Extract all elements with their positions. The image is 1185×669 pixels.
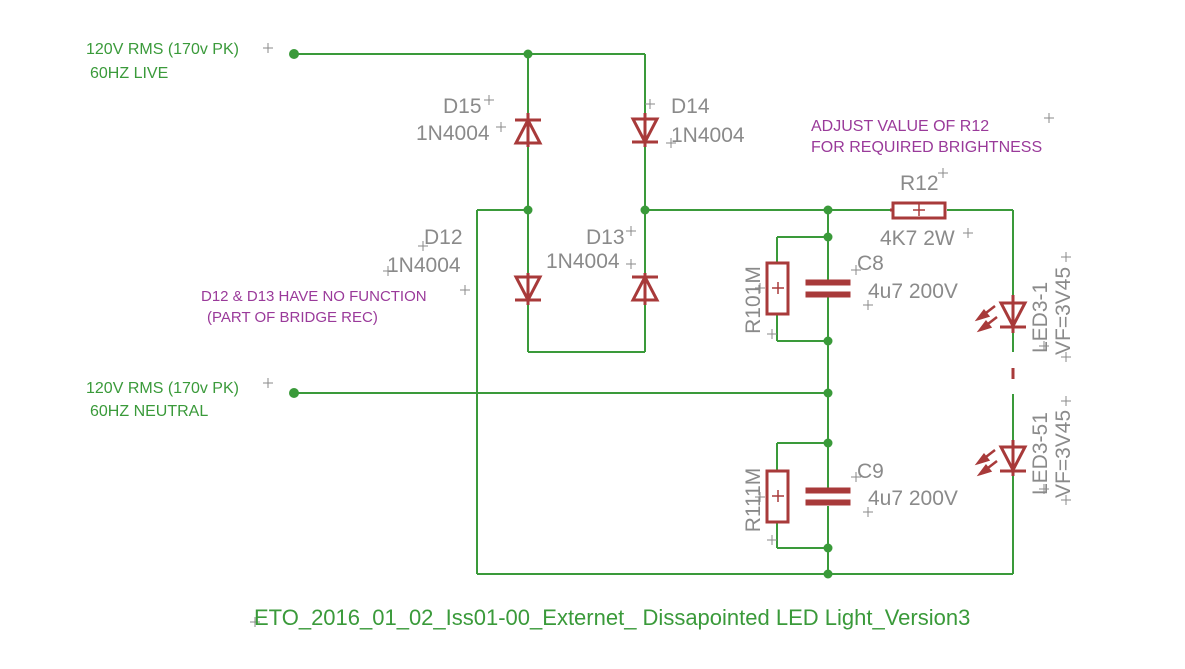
resistor-r11 [765, 469, 790, 524]
live-label-line1: 120V RMS (170v PK) [86, 41, 239, 58]
diode-d13 [630, 273, 660, 305]
d13-ref: D13 [586, 226, 625, 249]
c9-ref: C9 [857, 460, 884, 483]
neutral-label-line1: 120V RMS (170v PK) [86, 380, 239, 397]
junction [823, 569, 833, 579]
d14-value: 1N4004 [671, 124, 745, 147]
junction [823, 543, 833, 553]
r11-label: R111M [742, 468, 765, 533]
junction [823, 232, 833, 242]
led3-1-value: VF=3V45 [1052, 267, 1075, 355]
r11-value: 1M [742, 468, 765, 497]
junctions [289, 49, 833, 579]
light-emission-arrows [974, 449, 998, 477]
d12-value: 1N4004 [387, 254, 461, 277]
r12-ref: R12 [900, 172, 939, 195]
c8-ref: C8 [857, 252, 884, 275]
d15-ref: D15 [443, 95, 482, 118]
junction [523, 49, 533, 59]
live-terminal [289, 49, 299, 59]
c8-value: 4u7 200V [868, 280, 958, 303]
light-emission-arrows [974, 305, 998, 333]
d12-ref: D12 [424, 226, 463, 249]
junction [823, 205, 833, 215]
led-led3-51 [974, 440, 1028, 477]
origin-markers [250, 43, 1071, 627]
diode-d12 [513, 273, 543, 305]
live-label-line2: 60HZ LIVE [90, 65, 168, 82]
junction [523, 205, 533, 215]
d14-ref: D14 [671, 95, 710, 118]
r10-ref: R10 [742, 295, 765, 334]
junction [823, 388, 833, 398]
led3-1-ref: LED3-1 [1029, 282, 1052, 353]
r10-label: R101M [742, 266, 765, 334]
junction [640, 205, 650, 215]
labels: 120V RMS (170v PK) 60HZ LIVE 120V RMS (1… [86, 41, 1075, 630]
r12-value: 4K7 2W [880, 227, 955, 250]
d13-value: 1N4004 [546, 250, 620, 273]
r10-value: 1M [742, 266, 765, 295]
bridge-note-line1: D12 & D13 HAVE NO FUNCTION [201, 288, 427, 305]
resistor-r12 [890, 201, 947, 220]
d15-value: 1N4004 [416, 122, 490, 145]
capacitor-c8 [805, 279, 851, 298]
diode-d15 [513, 113, 543, 147]
neutral-terminal [289, 388, 299, 398]
led3-51-ref: LED3-51 [1029, 412, 1052, 495]
diode-d14 [630, 113, 660, 147]
brightness-note-line1: ADJUST VALUE OF R12 [811, 118, 989, 135]
led-led3-1 [974, 295, 1028, 333]
brightness-note-line2: FOR REQUIRED BRIGHTNESS [811, 139, 1042, 156]
c9-value: 4u7 200V [868, 487, 958, 510]
schematic-title: ETO_2016_01_02_Iss01-00_Externet_ Dissap… [254, 605, 970, 630]
r11-ref: R11 [742, 496, 765, 532]
resistor-r10 [765, 261, 790, 316]
capacitor-c9 [805, 487, 851, 506]
neutral-label-line2: 60HZ NEUTRAL [90, 403, 208, 420]
led3-51-value: VF=3V45 [1052, 410, 1075, 498]
wires [294, 53, 1014, 575]
bridge-note-line2: (PART OF BRIDGE REC) [207, 309, 378, 326]
junction [823, 438, 833, 448]
junction [823, 336, 833, 346]
